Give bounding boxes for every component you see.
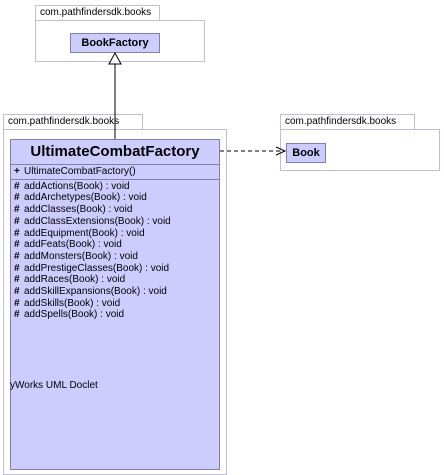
method-signature: addActions(Book) : void: [24, 180, 130, 192]
constructor-visibility: +: [14, 166, 20, 177]
generalization-arrow: [108, 51, 122, 139]
method-signature: addMonsters(Book) : void: [24, 250, 138, 262]
class-book[interactable]: Book: [286, 143, 326, 163]
method-visibility: #: [14, 262, 20, 274]
constructor-signature: UltimateCombatFactory(): [24, 166, 136, 177]
package-name-top: com.pathfindersdk.books: [40, 7, 152, 18]
uml-diagram: { "packages": { "top": {"name": "com.pat…: [3, 5, 440, 475]
method-signature: addPrestigeClasses(Book) : void: [24, 262, 170, 274]
method-signature: addSkillExpansions(Book) : void: [24, 286, 167, 298]
package-body-right: [280, 129, 440, 171]
method-row: # addSkillExpansions(Book) : void: [14, 286, 216, 298]
method-signature: addRaces(Book) : void: [24, 274, 126, 286]
package-name-middle: com.pathfindersdk.books: [8, 116, 120, 127]
method-row: # addArchetypes(Book) : void: [14, 192, 216, 204]
method-visibility: #: [14, 286, 20, 298]
method-visibility: #: [14, 309, 20, 321]
method-signature: addArchetypes(Book) : void: [24, 192, 147, 204]
dependency-arrow: [220, 146, 287, 156]
class-book-factory[interactable]: BookFactory: [70, 33, 160, 53]
connector-layer: [108, 51, 287, 156]
method-row: # addActions(Book) : void: [14, 181, 216, 193]
method-visibility: #: [14, 239, 20, 251]
method-visibility: #: [14, 250, 20, 262]
method-visibility: #: [14, 227, 20, 239]
method-visibility: #: [14, 204, 20, 216]
class-ultimate-combat-factory[interactable]: UltimateCombatFactory + UltimateCombatFa…: [10, 139, 220, 470]
constructor-row: + UltimateCombatFactory(): [14, 166, 216, 178]
method-row: # addClasses(Book) : void: [14, 204, 216, 216]
method-signature: addClasses(Book) : void: [24, 204, 133, 216]
class-name-book: Book: [292, 147, 320, 159]
method-signature: addSpells(Book) : void: [24, 309, 125, 321]
constructor-section: + UltimateCombatFactory(): [11, 165, 219, 180]
method-visibility: #: [14, 215, 20, 227]
method-row: # addClassExtensions(Book) : void: [14, 216, 216, 228]
footer-credit: yWorks UML Doclet: [10, 380, 98, 391]
method-row: # addSkills(Book) : void: [14, 298, 216, 310]
package-name-right: com.pathfindersdk.books: [285, 116, 397, 127]
method-signature: addFeats(Book) : void: [24, 239, 122, 251]
method-row: # addMonsters(Book) : void: [14, 251, 216, 263]
class-name-ultimate-combat-factory: UltimateCombatFactory: [11, 140, 219, 165]
method-row: # addEquipment(Book) : void: [14, 228, 216, 240]
method-visibility: #: [14, 274, 20, 286]
method-row: # addSpells(Book) : void: [14, 309, 216, 321]
method-visibility: #: [14, 192, 20, 204]
method-visibility: #: [14, 180, 20, 192]
class-name-book-factory: BookFactory: [81, 37, 149, 49]
method-row: # addRaces(Book) : void: [14, 274, 216, 286]
method-row: # addFeats(Book) : void: [14, 239, 216, 251]
method-signature: addSkills(Book) : void: [24, 297, 121, 309]
method-visibility: #: [14, 297, 20, 309]
method-row: # addPrestigeClasses(Book) : void: [14, 263, 216, 275]
method-section: # addActions(Book) : void # addArchetype…: [11, 180, 219, 322]
method-signature: addEquipment(Book) : void: [24, 227, 145, 239]
method-signature: addClassExtensions(Book) : void: [24, 215, 171, 227]
